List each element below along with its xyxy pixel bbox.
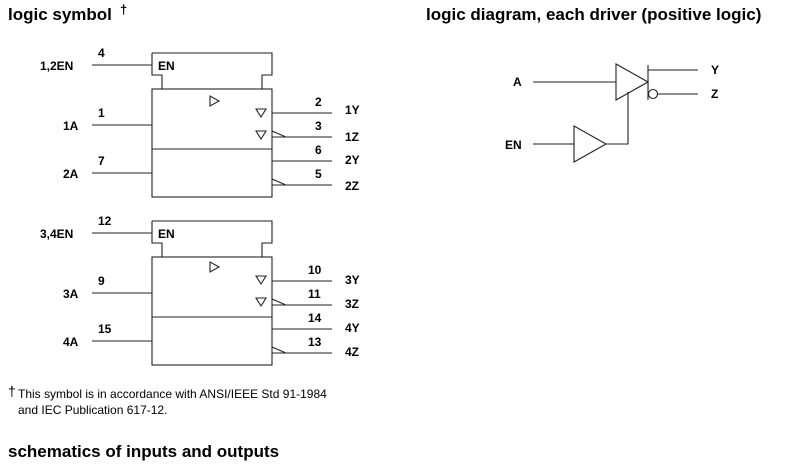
input-en-label: EN — [505, 138, 522, 152]
block-2-labels: EN 3,4EN 12 3A 9 4A 15 10 3Y 11 3Z 14 4Y… — [40, 214, 360, 359]
output-label-1y: 1Y — [345, 103, 360, 117]
output-pin-1y: 2 — [315, 95, 322, 109]
input-label-4a: 4A — [63, 335, 79, 349]
block-1-labels: EN 1,2EN 4 1A 1 2A 7 2 1Y 3 1Z 6 2Y 5 2Z — [40, 46, 360, 193]
enable-buffer-icon — [573, 125, 608, 163]
input-a-label: A — [513, 75, 522, 89]
negation-mark-4z — [271, 346, 287, 354]
input-pin-1a: 1 — [98, 106, 105, 120]
output-pin-3y: 10 — [308, 263, 322, 277]
footnote-line-1: This symbol is in accordance with ANSI/I… — [18, 387, 327, 401]
input-pin-4a: 15 — [98, 322, 112, 336]
input-label-2a: 2A — [63, 167, 79, 181]
output-label-4y: 4Y — [345, 321, 360, 335]
three-state-output-icon-z — [255, 130, 267, 141]
logic-diagram-heading: logic diagram, each driver (positive log… — [426, 5, 761, 24]
input-pin-2a: 7 — [98, 154, 105, 168]
input-label-1a: 1A — [63, 119, 79, 133]
driver-box — [151, 256, 273, 366]
enable-label: 3,4EN — [40, 227, 73, 241]
output-pin-4y: 14 — [308, 311, 322, 325]
output-label-1z: 1Z — [345, 130, 359, 144]
driver-buffer-icon — [615, 63, 650, 101]
output-label-2y: 2Y — [345, 153, 360, 167]
output-pin-4z: 13 — [308, 335, 322, 349]
negation-mark-1z — [271, 130, 287, 138]
output-pin-2y: 6 — [315, 143, 322, 157]
enable-label: 1,2EN — [40, 59, 73, 73]
heading-dagger: † — [120, 2, 127, 17]
driver-box — [151, 88, 273, 198]
enable-pin: 12 — [98, 214, 112, 228]
logic-symbol-heading: logic symbol — [8, 5, 112, 24]
enable-pin: 4 — [98, 46, 105, 60]
output-label-2z: 2Z — [345, 179, 359, 193]
buffer-symbol-icon — [209, 95, 221, 107]
output-label-4z: 4Z — [345, 345, 359, 359]
three-state-output-icon-z — [255, 297, 267, 308]
output-z-label: Z — [711, 87, 718, 101]
inversion-bubble-icon — [647, 88, 659, 100]
footnote-line-2: and IEC Publication 617-12. — [18, 403, 167, 417]
negation-mark-2z — [271, 178, 287, 186]
logic-symbol-block-2 — [92, 220, 332, 366]
en-text: EN — [158, 59, 175, 73]
footnote-dagger: † — [8, 383, 16, 399]
output-pin-1z: 3 — [315, 119, 322, 133]
output-y-label: Y — [711, 63, 719, 77]
en-text: EN — [158, 227, 175, 241]
logic-symbol-block-1 — [92, 52, 332, 198]
buffer-symbol-icon — [209, 261, 221, 273]
input-label-3a: 3A — [63, 287, 79, 301]
output-pin-2z: 5 — [315, 167, 322, 181]
three-state-output-icon-y — [255, 275, 267, 286]
enable-control-wire — [606, 92, 629, 145]
input-pin-3a: 9 — [98, 274, 105, 288]
three-state-output-icon-y — [255, 108, 267, 119]
negation-mark-3z — [271, 298, 287, 306]
output-label-3y: 3Y — [345, 273, 360, 287]
schematics-heading: schematics of inputs and outputs — [8, 442, 279, 461]
driver-logic-diagram — [533, 63, 698, 163]
output-pin-3z: 11 — [308, 287, 321, 301]
output-label-3z: 3Z — [345, 297, 359, 311]
